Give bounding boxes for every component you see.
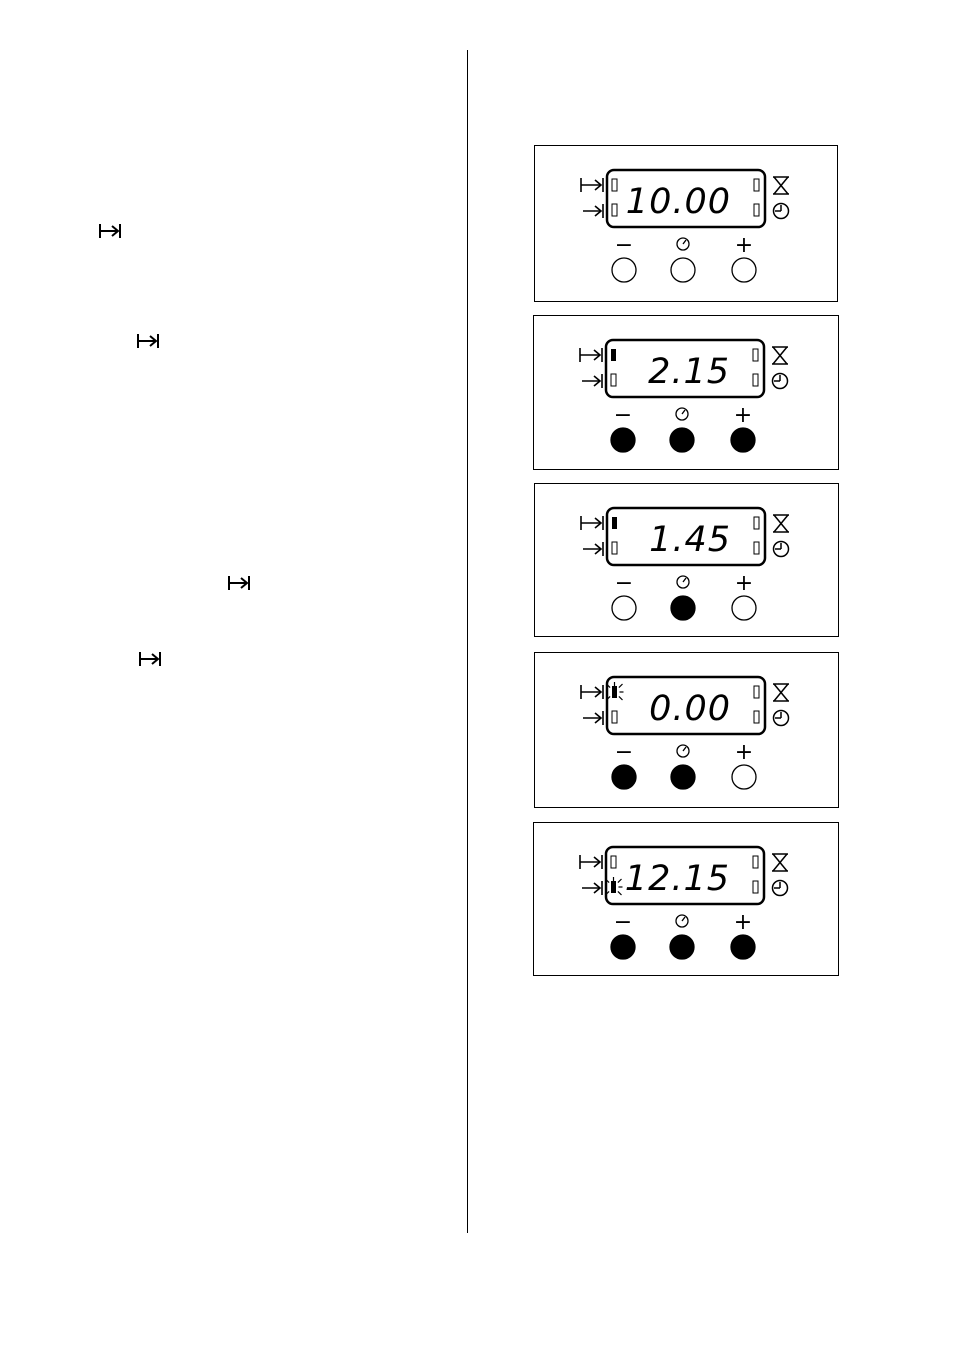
timer-panel: 2.15− + xyxy=(533,315,839,470)
end-time-arrow-icon xyxy=(581,685,603,699)
lcd-time: 12.15 xyxy=(625,859,730,899)
clock-icon xyxy=(773,881,788,896)
plus-button[interactable] xyxy=(731,935,755,959)
clock-button[interactable] xyxy=(671,765,695,789)
clock-icon xyxy=(774,204,789,219)
clock-icon xyxy=(774,711,789,726)
minus-button[interactable] xyxy=(612,596,636,620)
end-time-arrow-icon xyxy=(136,332,160,350)
clock-button[interactable] xyxy=(671,258,695,282)
plus-button[interactable] xyxy=(732,596,756,620)
minus-label: − xyxy=(615,233,633,258)
minus-label: − xyxy=(614,910,632,935)
duration-arrow-icon xyxy=(583,204,603,218)
minus-label: − xyxy=(615,740,633,765)
minus-label: − xyxy=(614,403,632,428)
timer-dial-icon xyxy=(677,238,689,250)
timer-dial-icon xyxy=(677,576,689,588)
plus-label: + xyxy=(735,571,753,596)
end-time-arrow-icon xyxy=(580,855,602,869)
hourglass-icon xyxy=(773,177,789,194)
clock-icon xyxy=(774,542,789,557)
duration-arrow-icon xyxy=(582,374,602,388)
plus-button[interactable] xyxy=(731,428,755,452)
timer-panel: 10.00 − + xyxy=(534,145,838,302)
lcd-time: 1.45 xyxy=(649,520,731,560)
end-time-arrow-icon xyxy=(227,574,251,592)
duration-arrow-icon xyxy=(583,711,603,725)
plus-button[interactable] xyxy=(732,258,756,282)
end-time-indicator xyxy=(612,517,617,529)
clock-button[interactable] xyxy=(670,935,694,959)
end-time-arrow-icon xyxy=(580,348,602,362)
hourglass-icon xyxy=(772,347,788,364)
end-time-arrow-icon xyxy=(138,650,162,668)
end-time-indicator xyxy=(611,349,616,361)
hourglass-icon xyxy=(772,854,788,871)
column-divider xyxy=(467,50,468,1233)
duration-arrow-icon xyxy=(582,881,602,895)
minus-button[interactable] xyxy=(611,428,635,452)
plus-button[interactable] xyxy=(732,765,756,789)
lcd-time: 10.00 xyxy=(626,182,731,222)
minus-button[interactable] xyxy=(611,935,635,959)
clock-icon xyxy=(773,374,788,389)
plus-label: + xyxy=(734,910,752,935)
end-time-arrow-icon xyxy=(581,516,603,530)
timer-dial-icon xyxy=(676,915,688,927)
clock-button[interactable] xyxy=(670,428,694,452)
minus-button[interactable] xyxy=(612,765,636,789)
lcd-time: 2.15 xyxy=(648,352,730,392)
timer-panel: 1.45− + xyxy=(534,483,839,637)
hourglass-icon xyxy=(773,515,789,532)
minus-button[interactable] xyxy=(612,258,636,282)
lcd-time: 0.00 xyxy=(649,689,731,729)
clock-button[interactable] xyxy=(671,596,695,620)
duration-arrow-icon xyxy=(583,542,603,556)
end-time-arrow-icon xyxy=(98,222,122,240)
timer-dial-icon xyxy=(677,745,689,757)
minus-label: − xyxy=(615,571,633,596)
timer-dial-icon xyxy=(676,408,688,420)
end-time-arrow-icon xyxy=(581,178,603,192)
timer-panel: 12.15 − + xyxy=(533,822,839,976)
plus-label: + xyxy=(735,740,753,765)
plus-label: + xyxy=(735,233,753,258)
hourglass-icon xyxy=(773,684,789,701)
plus-label: + xyxy=(734,403,752,428)
timer-panel: 0.00− + xyxy=(534,652,839,808)
